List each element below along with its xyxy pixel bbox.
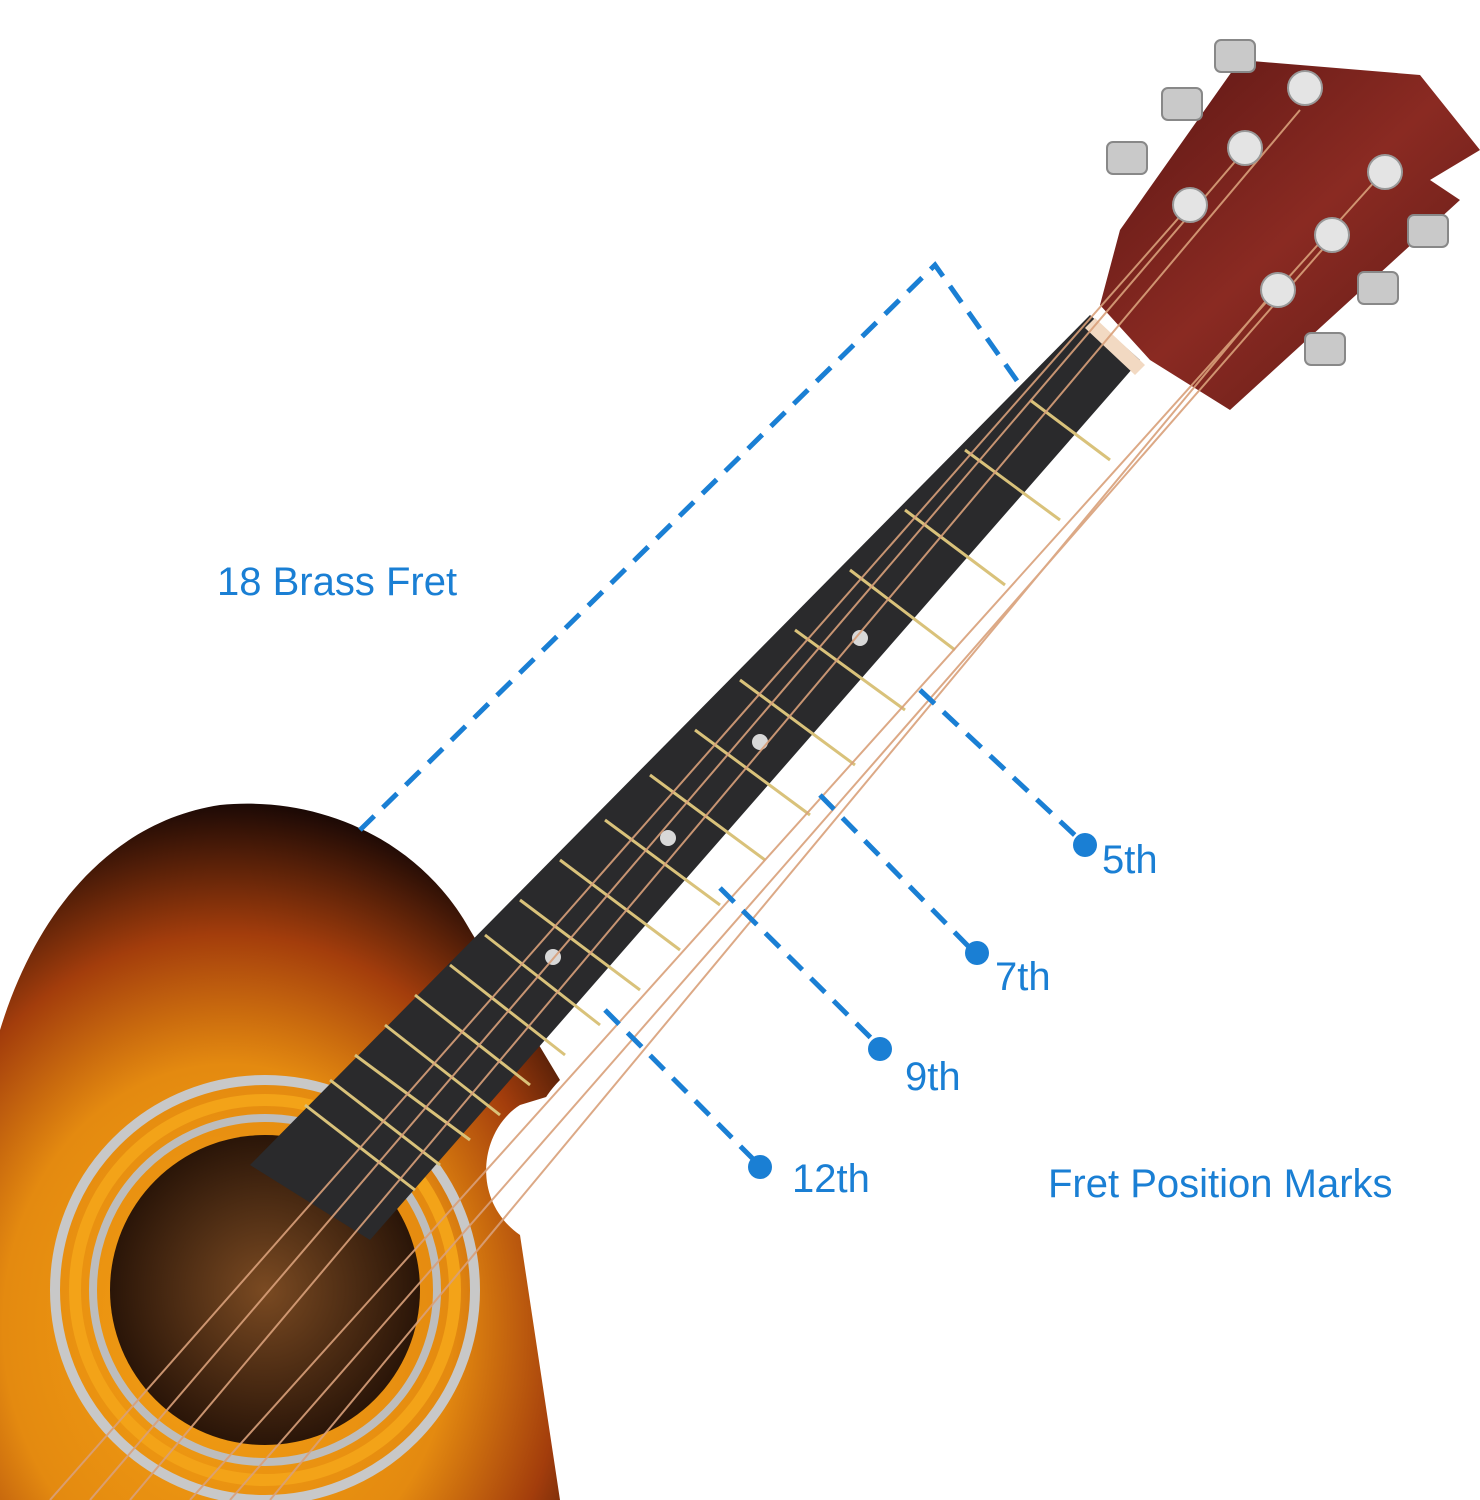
tuner-posts <box>1172 70 1403 308</box>
headstock <box>1100 60 1480 410</box>
fretboard <box>250 315 1140 1240</box>
brass-fret-label: 18 Brass Fret <box>217 560 458 604</box>
fret-position-marks-label: Fret Position Marks <box>1048 1162 1393 1206</box>
position-inlays <box>545 630 868 965</box>
mark-7th-label: 7th <box>995 955 1051 999</box>
tuning-pegs <box>1106 39 1449 366</box>
mark-5th-label: 5th <box>1102 838 1158 882</box>
mark-9th-label: 9th <box>905 1055 961 1099</box>
mark-12th-label: 12th <box>792 1157 870 1201</box>
annotation-lines <box>358 261 1082 1165</box>
strings <box>49 109 1386 1500</box>
brass-frets <box>304 398 1111 1192</box>
annotation-dots <box>748 833 1097 1179</box>
